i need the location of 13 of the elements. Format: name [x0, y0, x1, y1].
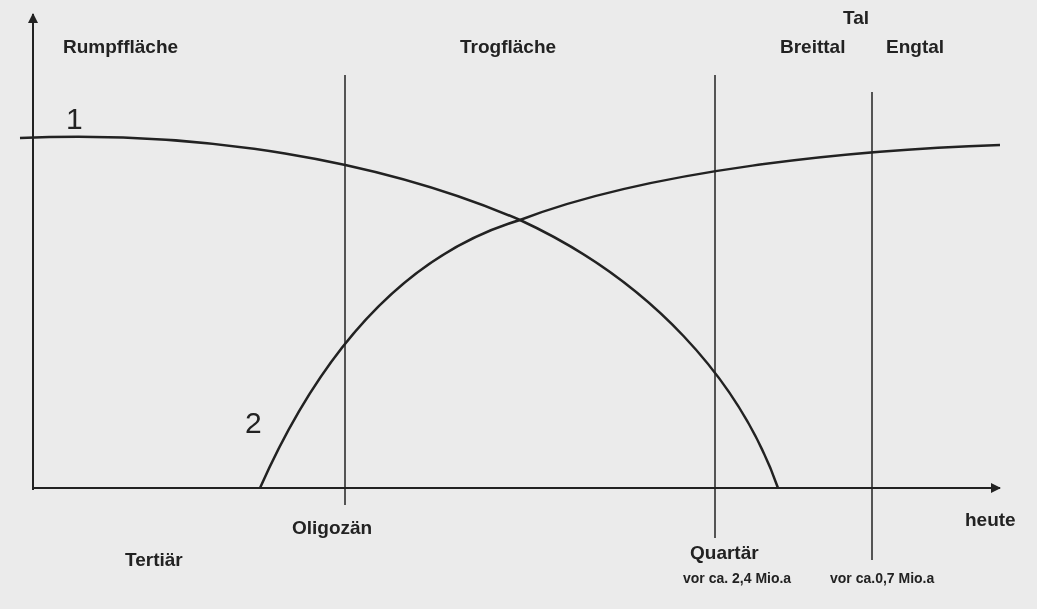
date-label: vor ca.0,7 Mio.a: [830, 571, 935, 585]
axis-label: Tertiär: [125, 550, 183, 569]
axis-label: Quartär: [690, 543, 759, 562]
heading-text: Engtal: [886, 37, 945, 56]
heading-text: Rumpffläche: [63, 37, 179, 56]
heading-text: Breittal: [780, 37, 846, 56]
heading-text: Trogfläche: [460, 37, 557, 56]
axis-label: Oligozän: [292, 518, 373, 537]
date-label: vor ca. 2,4 Mio.a: [683, 571, 792, 585]
axis-label: heute: [965, 510, 1016, 529]
callout-number: 2: [245, 408, 262, 438]
heading-text: Tal: [843, 8, 870, 27]
callout-number: 1: [66, 104, 83, 134]
